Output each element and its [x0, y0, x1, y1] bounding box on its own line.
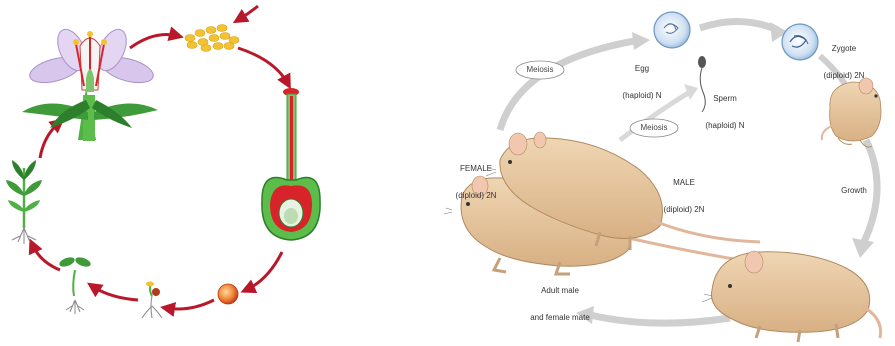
meiosis-label-mid: Meiosis — [630, 120, 678, 136]
female-label: FEMALE (diploid) 2N — [446, 146, 506, 209]
germinating-seed — [142, 282, 162, 319]
adult-mouse — [702, 251, 881, 342]
meiosis-label-top: Meiosis — [516, 62, 564, 78]
adult-mate-label: Adult male and female mate — [520, 268, 600, 331]
arrow-pollen-to-pistil — [238, 48, 288, 84]
plant-life-cycle — [6, 6, 320, 318]
arrow-pistil-to-seed — [246, 252, 282, 290]
seed — [218, 284, 238, 304]
egg-cell — [654, 12, 690, 48]
sperm-label: Sperm (haploid) N — [690, 76, 760, 139]
pistil-ovary-illustration — [262, 88, 320, 240]
arrow-seedling-to-young-plant — [32, 244, 60, 270]
arrow-adult-to-mating — [586, 314, 730, 323]
arrow-flower-to-pollen — [130, 35, 178, 49]
seedling — [58, 256, 92, 314]
arrow-seed-to-germination — [166, 300, 214, 309]
arrow-young-plant-to-flower — [40, 122, 60, 158]
arrow-egg-to-zygote — [700, 21, 778, 30]
young-plant — [6, 160, 42, 244]
male-label: MALE (diploid) 2N — [652, 160, 716, 223]
arrow-germination-to-seedling — [92, 286, 138, 300]
pollen-grains — [185, 25, 239, 52]
growth-label: Growth — [830, 186, 878, 195]
arrow-into-pollen — [238, 6, 258, 20]
zygote-label: Zygote (diploid) 2N — [810, 26, 878, 89]
egg-label: Egg (haploid) N — [612, 46, 672, 109]
